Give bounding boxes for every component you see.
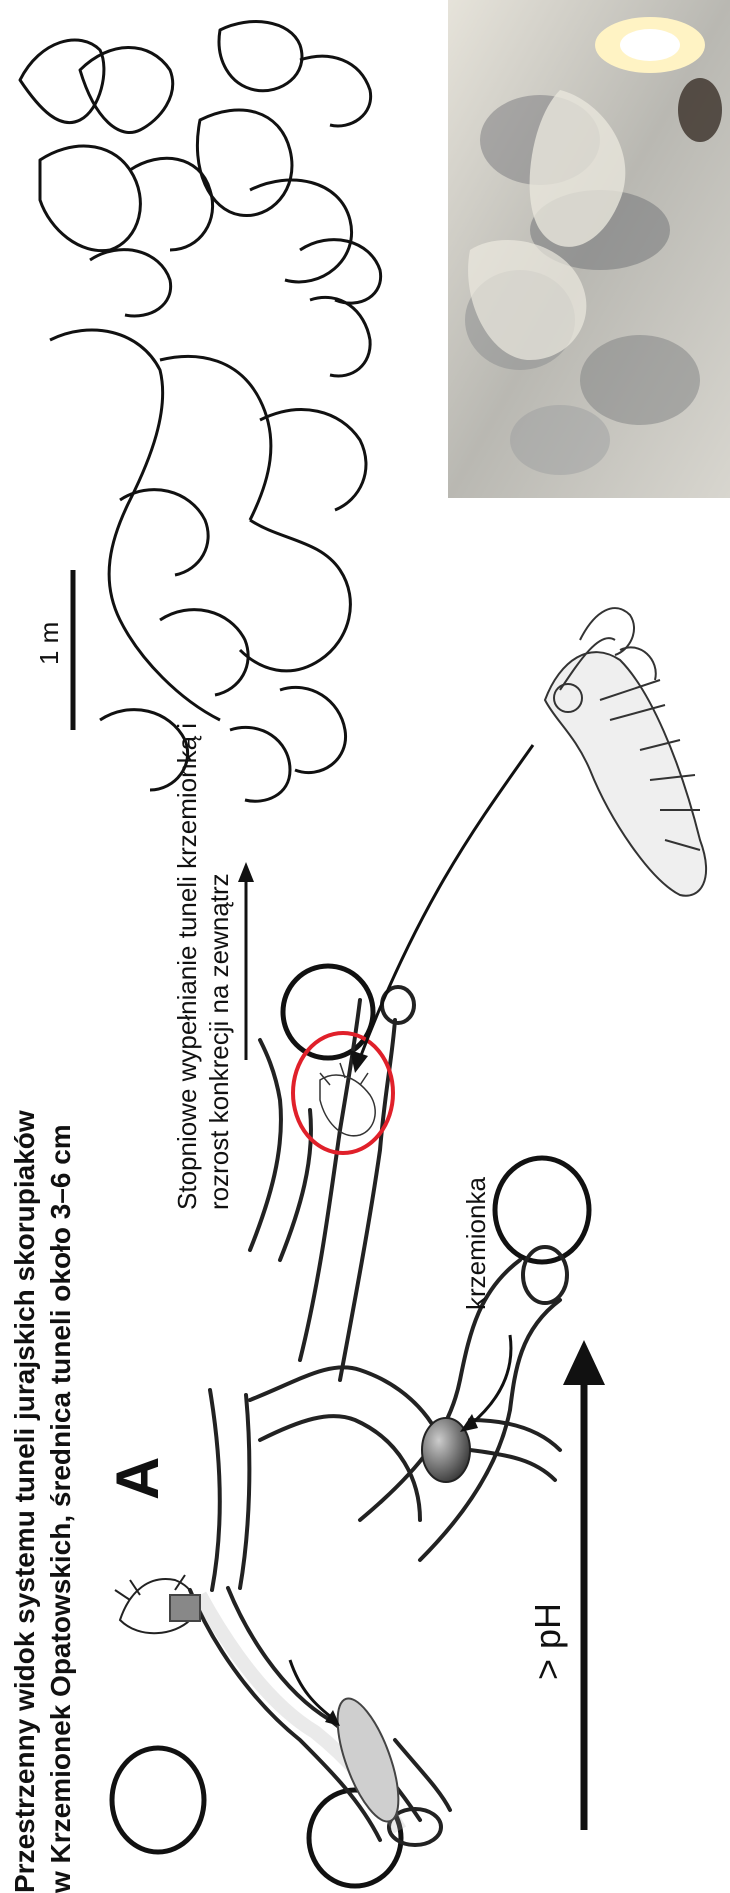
growth-arrow	[238, 862, 254, 1060]
cave-photograph	[448, 0, 730, 498]
panel-label: A	[104, 1457, 171, 1500]
tunnel-system	[190, 987, 567, 1845]
flint-nodule	[422, 1418, 470, 1482]
reference-circle	[112, 1748, 204, 1852]
large-crustacean-sketch	[545, 608, 706, 896]
caption-line-1: Stopniowe wypełnianie tuneli krzemionką …	[172, 723, 202, 1210]
highlight-circle	[293, 1033, 393, 1153]
title-line-1: Przestrzenny widok systemu tuneli jurajs…	[9, 1110, 40, 1893]
pointer-arrow	[350, 745, 533, 1073]
small-crustacean-sketch	[115, 1575, 200, 1633]
caption-line-2: rozrost konkrecji na zewnątrz	[204, 873, 234, 1210]
ph-gradient-arrow	[563, 1340, 605, 1830]
title-line-2: w Krzemionek Opatowskich, średnica tunel…	[45, 1124, 76, 1893]
ph-label: > pH	[527, 1603, 568, 1680]
krzemionka-label: krzemionka	[461, 1177, 491, 1310]
scale-label: 1 m	[34, 622, 64, 665]
